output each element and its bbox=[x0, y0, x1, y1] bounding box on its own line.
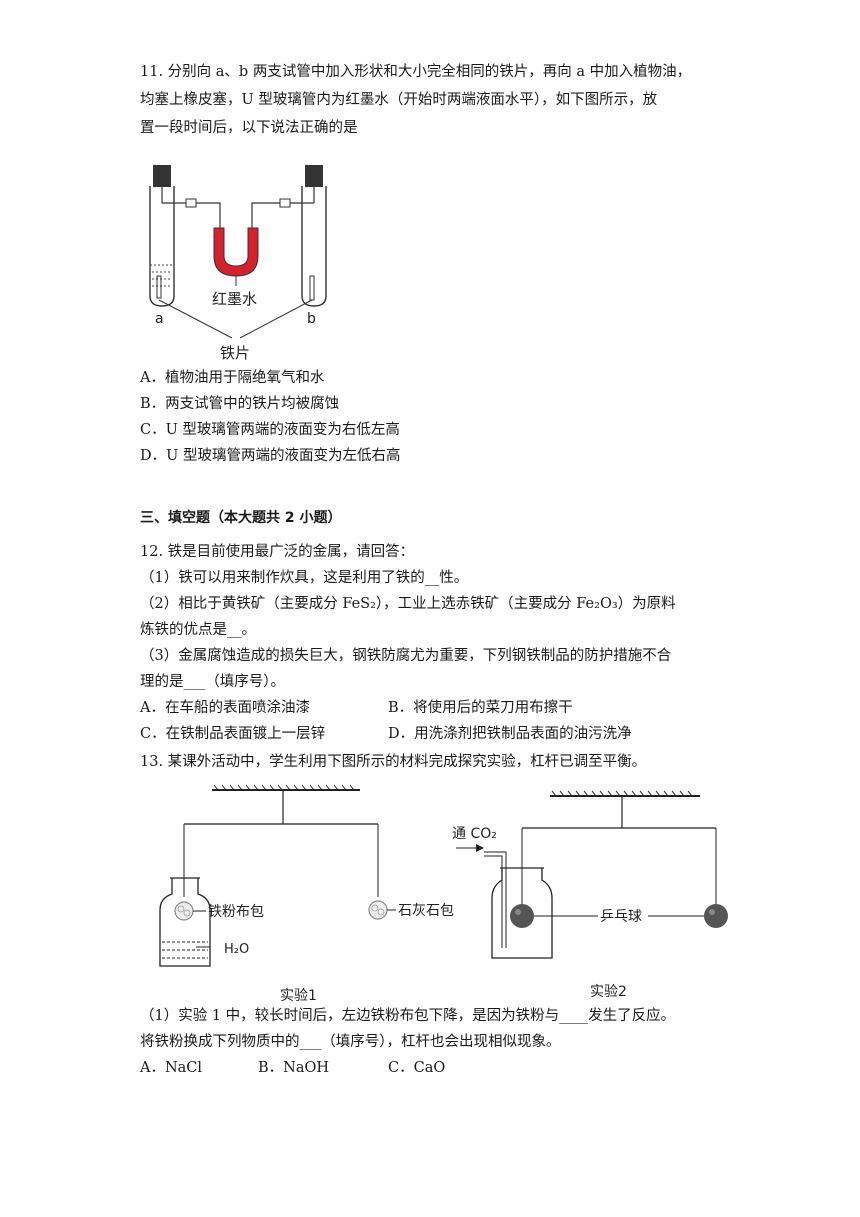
label-experiment-1: 实验1 bbox=[280, 988, 317, 1004]
test-tube-b bbox=[301, 165, 327, 307]
q11-text-line2: 均塞上橡皮塞，U 型玻璃管内为红墨水（开始时两端液面水平），如下图所示，放 bbox=[140, 92, 658, 108]
label-red-ink: 红墨水 bbox=[212, 290, 257, 308]
q13-figure-lever: 铁粉布包 H₂O 石灰石包 实验1 通 CO₂ bbox=[159, 784, 728, 1004]
q12-intro: 12. 铁是目前使用最广泛的金属，请回答： bbox=[140, 544, 415, 560]
limestone-bag bbox=[368, 900, 388, 920]
label-a: a bbox=[155, 311, 164, 327]
q11-option-c: C．U 型玻璃管两端的液面变为右低左高 bbox=[140, 422, 400, 438]
red-ink bbox=[213, 227, 259, 277]
q11-option-d: D．U 型玻璃管两端的液面变为左低右高 bbox=[140, 448, 401, 464]
label-experiment-2: 实验2 bbox=[590, 984, 627, 1000]
q12-part1: （1）铁可以用来制作炊具，这是利用了铁的__性。 bbox=[140, 570, 469, 586]
q13-intro: 13. 某课外活动中，学生利用下图所示的材料完成探究实验，杠杆已调至平衡。 bbox=[140, 754, 647, 770]
q12-part2-line2: 炼铁的优点是__。 bbox=[140, 622, 256, 638]
pingpong-ball-left bbox=[510, 904, 534, 928]
experiment-1: 铁粉布包 H₂O 石灰石包 实验1 bbox=[159, 784, 454, 1004]
iron-strip-b bbox=[309, 275, 315, 301]
q13-option-c: C．CaO bbox=[388, 1060, 446, 1076]
iron-strip-a bbox=[156, 275, 162, 299]
label-co2-inlet: 通 CO₂ bbox=[452, 826, 497, 842]
q12-option-a: A．在车船的表面喷涂油漆 bbox=[140, 700, 310, 716]
q11-option-b: B．两支试管中的铁片均被腐蚀 bbox=[140, 396, 340, 412]
q13-option-a: A．NaCl bbox=[140, 1060, 203, 1076]
section-title: 三、填空题（本大题共 2 小题） bbox=[140, 510, 342, 526]
q12-option-b: B．将使用后的菜刀用布擦干 bbox=[388, 700, 573, 716]
q12-option-c: C．在铁制品表面镀上一层锌 bbox=[140, 726, 326, 742]
pingpong-ball-right bbox=[704, 904, 728, 928]
q12-part2-line1: （2）相比于黄铁矿（主要成分 FeS₂），工业上选赤铁矿（主要成分 Fe₂O₃）… bbox=[140, 596, 676, 612]
label-limestone-bag: 石灰石包 bbox=[398, 903, 454, 919]
label-iron-bag: 铁粉布包 bbox=[208, 904, 264, 920]
q13-part1-line1: （1）实验 1 中，较长时间后，左边铁粉布包下降，是因为铁粉与____发生了反应… bbox=[140, 1008, 676, 1024]
q11-text-line1: 11. 分别向 a、b 两支试管中加入形状和大小完全相同的铁片，再向 a 中加入… bbox=[140, 64, 692, 80]
q12-part3-line1: （3）金属腐蚀造成的损失巨大，钢铁防腐尤为重要，下列钢铁制品的防护措施不合 bbox=[140, 648, 672, 664]
experiment-2: 通 CO₂ 乒乓球 实验2 bbox=[452, 790, 728, 1000]
iron-powder-bag bbox=[174, 901, 194, 921]
q11-text-line3: 置一段时间后，以下说法正确的是 bbox=[140, 120, 358, 136]
label-pingpong: 乒乓球 bbox=[600, 909, 642, 925]
q13-part1-line2: 将铁粉换成下列物质中的___（填序号），杠杆也会出现相似现象。 bbox=[140, 1034, 561, 1050]
test-tube-a bbox=[149, 165, 175, 307]
q11-figure-u-tube: 红墨水 a b 铁片 bbox=[149, 165, 327, 362]
q12-part3-line2: 理的是___（填序号）。 bbox=[140, 674, 285, 690]
label-b: b bbox=[307, 311, 316, 327]
q12-option-d: D．用洗涤剂把铁制品表面的油污洗净 bbox=[388, 726, 632, 742]
q11-option-a: A．植物油用于隔绝氧气和水 bbox=[140, 370, 325, 386]
label-iron: 铁片 bbox=[220, 344, 250, 362]
q13-option-b: B．NaOH bbox=[258, 1060, 330, 1076]
label-water: H₂O bbox=[224, 942, 249, 957]
